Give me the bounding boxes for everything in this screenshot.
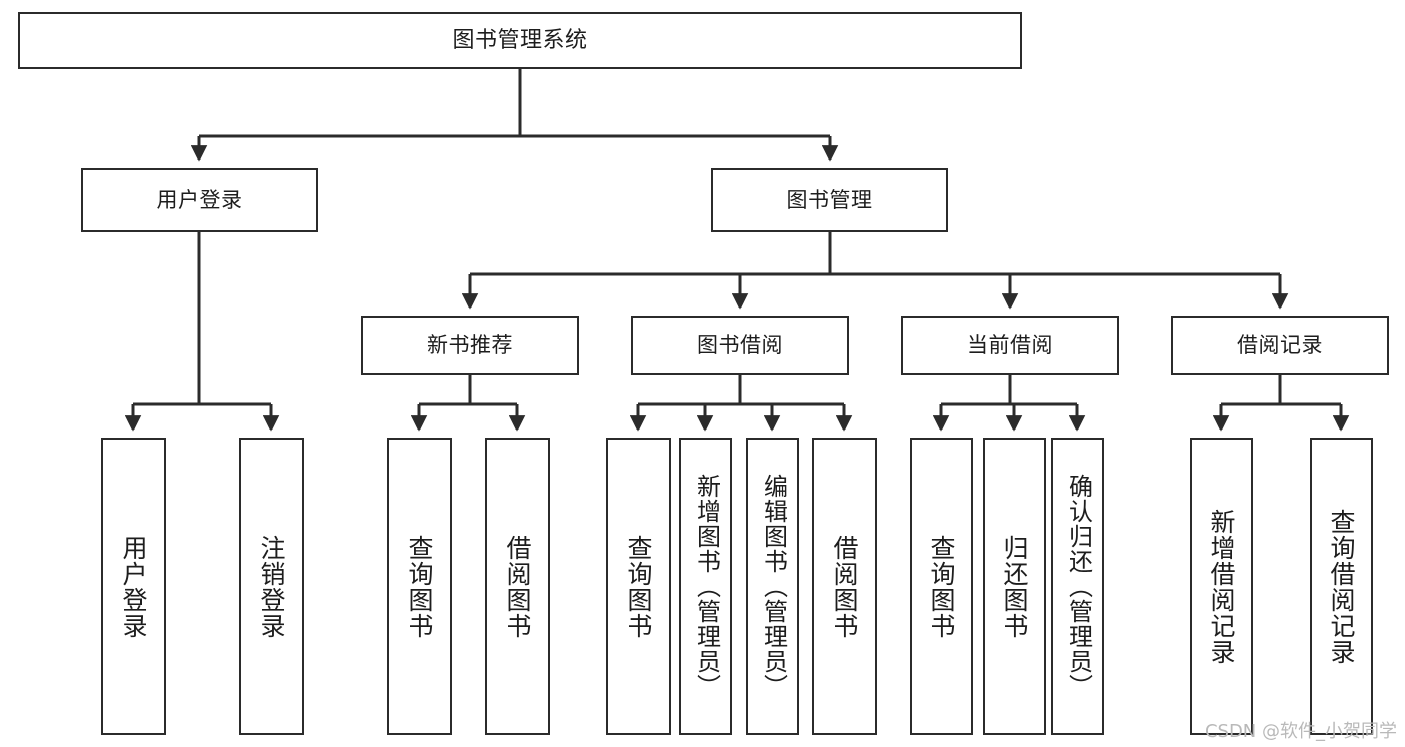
node-leaf-user-login[interactable]: 用户登录 — [101, 438, 166, 735]
node-leaf-query-book-3[interactable]: 查询图书 — [910, 438, 973, 735]
node-leaf-query-book-3-label: 查询图书 — [927, 534, 956, 639]
node-leaf-return-book[interactable]: 归还图书 — [983, 438, 1046, 735]
node-leaf-confirm-return[interactable]: 确认归还（管理员） — [1051, 438, 1104, 735]
node-current-borrow-label: 当前借阅 — [967, 333, 1053, 358]
node-new-book-recommend-label: 新书推荐 — [427, 333, 513, 358]
node-leaf-borrow-book-2[interactable]: 借阅图书 — [812, 438, 877, 735]
node-leaf-confirm-return-label: 确认归还（管理员） — [1064, 474, 1093, 699]
node-root-label: 图书管理系统 — [452, 27, 588, 53]
node-leaf-query-book-2-label: 查询图书 — [624, 534, 653, 639]
node-leaf-query-record[interactable]: 查询借阅记录 — [1310, 438, 1373, 735]
node-leaf-return-book-label: 归还图书 — [1000, 534, 1029, 639]
node-leaf-user-logout[interactable]: 注销登录 — [239, 438, 304, 735]
node-leaf-borrow-book-1-label: 借阅图书 — [503, 534, 532, 639]
node-user-login-label: 用户登录 — [156, 187, 243, 212]
node-leaf-query-book-1[interactable]: 查询图书 — [387, 438, 452, 735]
node-book-borrow-label: 图书借阅 — [697, 333, 783, 358]
node-leaf-query-book-1-label: 查询图书 — [405, 534, 434, 639]
node-book-borrow[interactable]: 图书借阅 — [631, 316, 849, 375]
node-borrow-record[interactable]: 借阅记录 — [1171, 316, 1389, 375]
node-leaf-add-record-label: 新增借阅记录 — [1207, 508, 1236, 665]
node-leaf-user-login-label: 用户登录 — [119, 534, 148, 639]
node-book-manage-label: 图书管理 — [786, 187, 873, 212]
node-leaf-edit-book[interactable]: 编辑图书（管理员） — [746, 438, 799, 735]
node-leaf-query-book-2[interactable]: 查询图书 — [606, 438, 671, 735]
node-leaf-add-book[interactable]: 新增图书（管理员） — [679, 438, 732, 735]
node-leaf-edit-book-label: 编辑图书（管理员） — [759, 474, 788, 699]
node-leaf-add-book-label: 新增图书（管理员） — [692, 474, 721, 699]
node-root[interactable]: 图书管理系统 — [18, 12, 1022, 69]
watermark: CSDN @软件_小贺同学 — [1204, 721, 1397, 742]
node-book-manage[interactable]: 图书管理 — [711, 168, 948, 232]
node-leaf-add-record[interactable]: 新增借阅记录 — [1190, 438, 1253, 735]
node-leaf-query-record-label: 查询借阅记录 — [1327, 508, 1356, 665]
node-new-book-recommend[interactable]: 新书推荐 — [361, 316, 579, 375]
node-leaf-borrow-book-2-label: 借阅图书 — [830, 534, 859, 639]
node-leaf-user-logout-label: 注销登录 — [257, 534, 286, 639]
node-leaf-borrow-book-1[interactable]: 借阅图书 — [485, 438, 550, 735]
node-user-login[interactable]: 用户登录 — [81, 168, 318, 232]
node-current-borrow[interactable]: 当前借阅 — [901, 316, 1119, 375]
node-borrow-record-label: 借阅记录 — [1237, 333, 1323, 358]
